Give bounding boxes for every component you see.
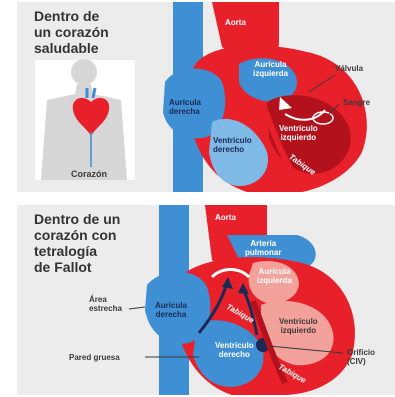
label-sangre: Sangre	[343, 98, 371, 107]
valvula-pointer	[308, 74, 336, 93]
label-aorta: Aorta	[225, 18, 246, 27]
label-pared-gruesa: Pared gruesa	[69, 353, 120, 362]
area-estrecha-pointer	[128, 306, 146, 310]
tetralogy-heart-title: Dentro de un corazón con tetralogía de F…	[34, 211, 120, 275]
right-atrium	[145, 271, 211, 344]
septum	[250, 299, 288, 385]
label-corazon: Corazón	[71, 169, 107, 179]
sangre-pointer	[328, 103, 340, 115]
label-auricula-izquierda: Aurícula izquierda	[257, 267, 293, 285]
label-auricula-derecha: Aurícula derecha	[155, 301, 188, 319]
flow-arrowhead	[238, 283, 249, 294]
septum	[262, 108, 302, 186]
label-ventriculo-derecho: Ventrículo derecho	[215, 341, 254, 359]
right-ventricle	[209, 118, 268, 187]
left-atrium	[248, 261, 299, 304]
orificio-pointer	[268, 345, 344, 354]
label-auricula-izquierda: Aurícula izquierda	[253, 60, 289, 78]
label-ventriculo-izquierdo: Ventrículo izquierdo	[279, 124, 318, 142]
flow-arrowhead	[222, 277, 233, 289]
title-line: de Fallot	[34, 259, 92, 275]
healthy-heart-title: Dentro de un corazón saludable	[34, 8, 109, 56]
valve-shape	[279, 97, 292, 110]
right-ventricle	[193, 320, 264, 387]
right-atrium	[163, 68, 226, 139]
title-line: tetralogía	[34, 243, 98, 259]
left-atrium	[239, 58, 297, 102]
label-aorta: Aorta	[215, 213, 236, 222]
title-line: un corazón	[34, 24, 109, 40]
title-line: Dentro de un	[34, 211, 121, 227]
title-line: corazón con	[34, 227, 117, 243]
tetralogy-heart-panel: Dentro de un corazón con tetralogía de F…	[17, 205, 395, 395]
left-ventricle	[261, 300, 334, 366]
label-auricula-derecha: Aurícula derecha	[169, 98, 202, 116]
label-area-estrecha: Área estrecha	[89, 295, 122, 313]
label-orificio: Orificio (CIV)	[347, 348, 376, 366]
body-silhouette	[35, 59, 135, 180]
healthy-heart-panel: Dentro de un corazón saludable Aorta Vál…	[17, 2, 395, 192]
title-line: Dentro de	[34, 8, 100, 24]
label-ventriculo-izquierdo: Ventrículo izquierdo	[279, 317, 318, 335]
label-valvula: Válvula	[335, 64, 364, 73]
label-ventriculo-derecho: Ventrículo derecho	[213, 136, 252, 154]
blood-flow-loop	[312, 111, 334, 125]
valve-shape	[210, 268, 251, 279]
tetralogy-heart-illustration	[128, 205, 355, 395]
label-arteria-pulmonar: Arteria pulmonar	[245, 239, 282, 257]
title-line: saludable	[34, 40, 99, 56]
healthy-heart-illustration	[35, 2, 367, 192]
